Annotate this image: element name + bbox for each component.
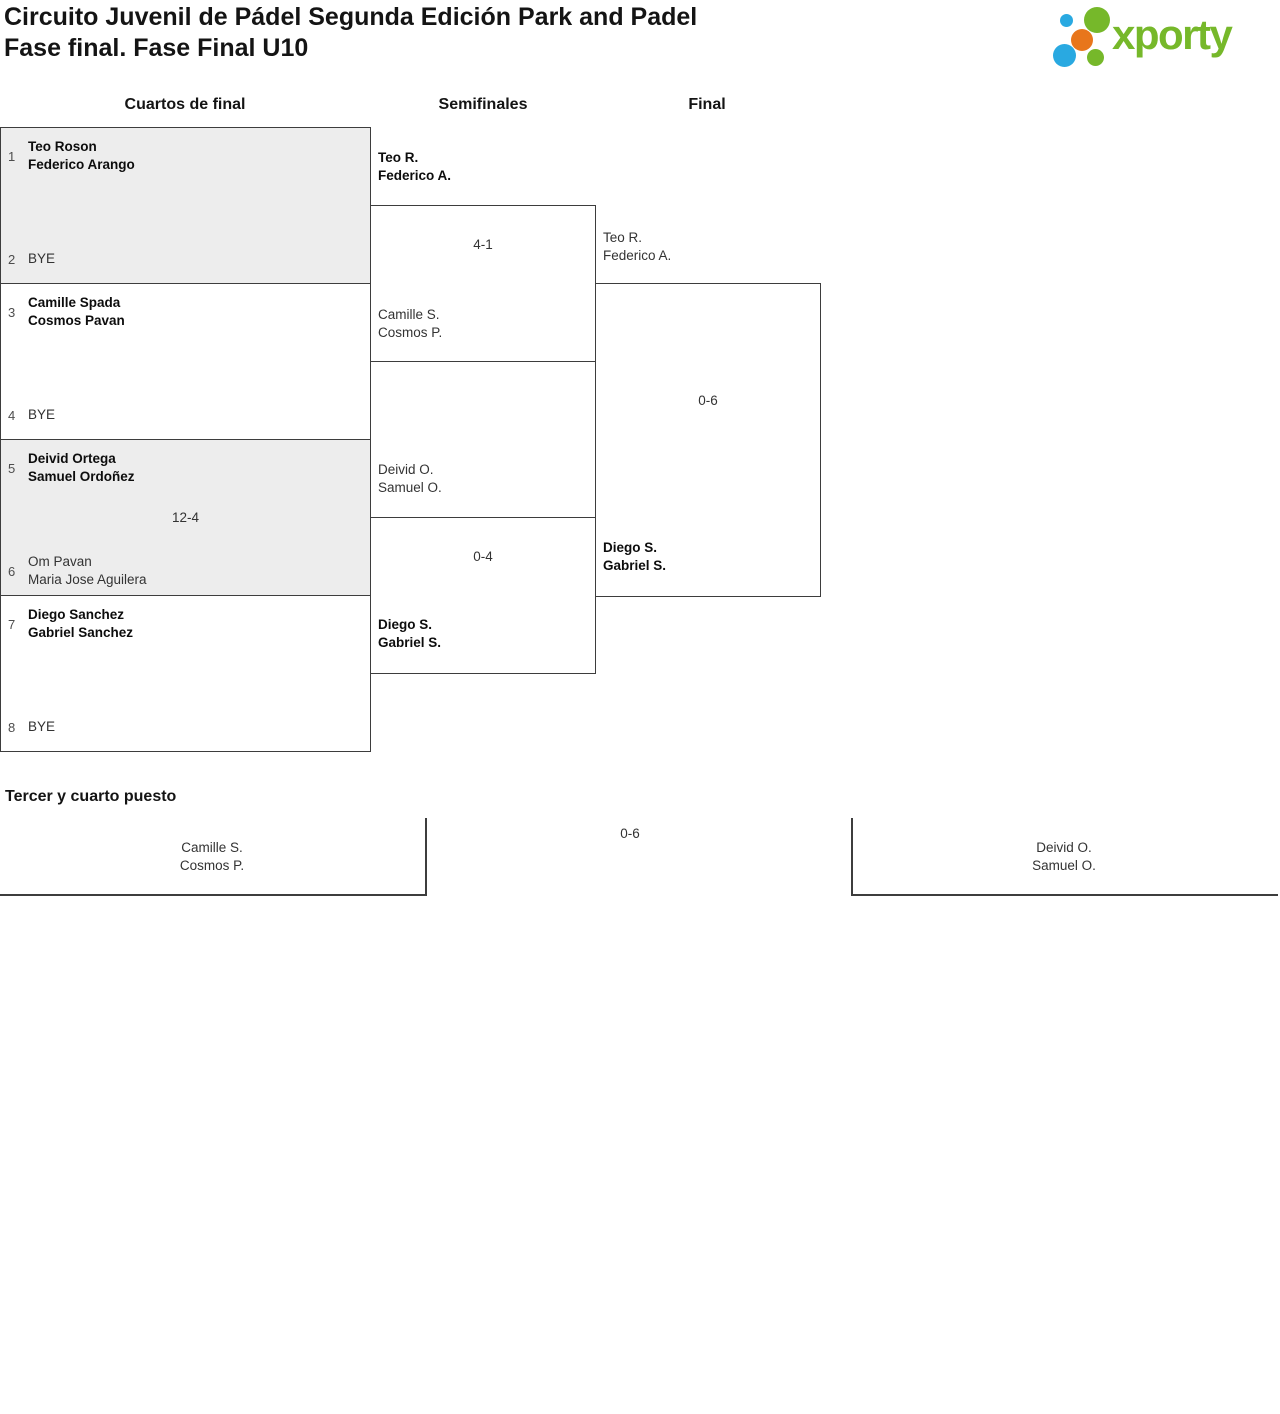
sf1-team-top: Teo R. Federico A. — [378, 150, 452, 183]
seed-number: 4 — [8, 407, 16, 423]
third-place-team-right: Deivid O. Samuel O. — [1032, 840, 1096, 873]
third-place-line-left-horizontal — [0, 894, 427, 896]
team-name: BYE — [28, 407, 56, 422]
logo-dot-blue-large — [1053, 44, 1076, 67]
round-header-quarterfinals: Cuartos de final — [124, 96, 246, 113]
team-name: Om Pavan Maria Jose Aguilera — [28, 554, 147, 587]
seed-number: 5 — [8, 460, 16, 476]
qf3-score: 12-4 — [171, 510, 200, 525]
team-name: Teo Roson Federico Arango — [28, 139, 135, 172]
sf2-team-bottom: Diego S. Gabriel S. — [378, 617, 442, 650]
seed-number: 7 — [8, 616, 16, 632]
page-title: Circuito Juvenil de Pádel Segunda Edició… — [4, 2, 697, 64]
quarterfinal-box-1 — [0, 127, 371, 284]
team-name: BYE — [28, 251, 56, 266]
xporty-logo-text: xporty — [1112, 11, 1233, 58]
semifinal-box-2 — [370, 517, 596, 674]
quarterfinal-box-2 — [0, 283, 371, 440]
qf4-team-bottom: 8 BYE — [8, 718, 55, 736]
qf2-team-bottom: 4 BYE — [8, 406, 55, 424]
logo-dot-blue-small — [1060, 14, 1073, 27]
seed-number: 8 — [8, 719, 16, 735]
team-name: Deivid Ortega Samuel Ordoñez — [28, 451, 135, 484]
qf3-team-bottom: 6 Om Pavan Maria Jose Aguilera — [8, 553, 147, 589]
third-place-line-right-horizontal — [851, 894, 1278, 896]
quarterfinal-box-4 — [0, 595, 371, 752]
sf2-team-top: Deivid O. Samuel O. — [378, 462, 442, 495]
page-title-line1: Circuito Juvenil de Pádel Segunda Edició… — [4, 3, 698, 31]
third-place-line-left-vertical — [425, 818, 427, 896]
logo-dot-green-small — [1087, 49, 1104, 66]
qf4-team-top: 7 Diego Sanchez Gabriel Sanchez — [8, 606, 133, 642]
third-place-line-right-vertical — [851, 818, 853, 896]
third-place-team-left: Camille S. Cosmos P. — [179, 840, 245, 873]
final-box — [595, 283, 821, 597]
final-team-bottom: Diego S. Gabriel S. — [603, 540, 667, 573]
qf2-team-top: 3 Camille Spada Cosmos Pavan — [8, 294, 125, 330]
seed-number: 1 — [8, 148, 16, 164]
team-name: BYE — [28, 719, 56, 734]
seed-number: 2 — [8, 251, 16, 267]
logo-dot-orange — [1071, 29, 1093, 51]
sf1-team-bottom: Camille S. Cosmos P. — [378, 307, 443, 340]
round-header-final: Final — [688, 96, 726, 113]
seed-number: 6 — [8, 563, 16, 579]
qf1-team-top: 1 Teo Roson Federico Arango — [8, 138, 135, 174]
qf1-team-bottom: 2 BYE — [8, 250, 55, 268]
team-name: Camille Spada Cosmos Pavan — [28, 295, 125, 328]
team-name: Diego Sanchez Gabriel Sanchez — [28, 607, 134, 640]
final-score: 0-6 — [698, 393, 718, 408]
logo-dot-green-large — [1084, 7, 1110, 33]
third-place-heading: Tercer y cuarto puesto — [5, 788, 177, 805]
sf2-score: 0-4 — [473, 549, 493, 564]
qf3-team-top: 5 Deivid Ortega Samuel Ordoñez — [8, 450, 135, 486]
sf1-score: 4-1 — [473, 237, 493, 252]
semifinal-box-1 — [370, 205, 596, 362]
third-place-score: 0-6 — [620, 826, 640, 841]
round-header-semifinals: Semifinales — [438, 96, 528, 113]
seed-number: 3 — [8, 304, 16, 320]
final-team-top: Teo R. Federico A. — [603, 230, 672, 263]
page-title-line2: Fase final. Fase Final U10 — [4, 34, 309, 62]
